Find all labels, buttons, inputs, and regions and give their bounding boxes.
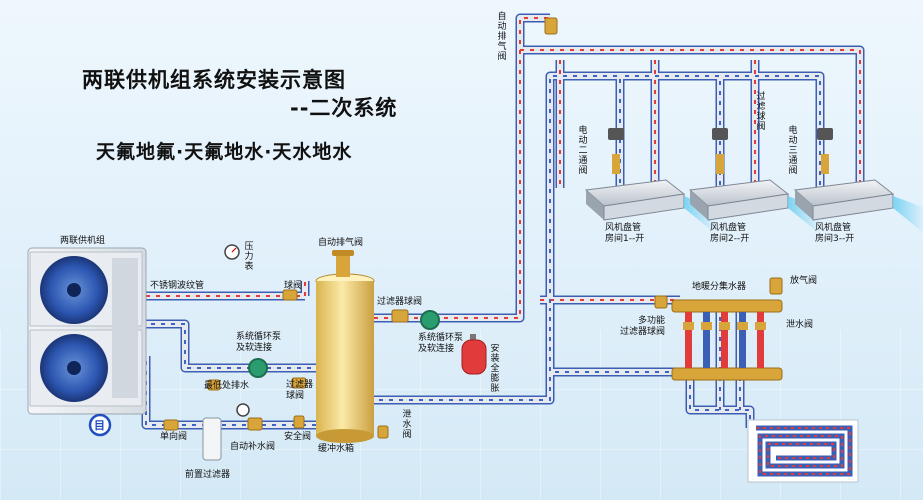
label-filter-ball-valve-1: 过滤器 球阀 xyxy=(286,380,314,401)
manifold-port-valve xyxy=(737,322,748,330)
pipe-cold-segment xyxy=(689,380,751,428)
tank-air-vent-icon xyxy=(336,253,350,277)
pressure-gauge-icon xyxy=(224,244,250,417)
label-fcu-3: 风机盘管 房间3--开 xyxy=(815,223,855,244)
manifold-port-valve xyxy=(755,322,766,330)
label-motor-three-way: 电动三通阀 xyxy=(788,126,798,176)
label-ball-valve: 球阀 xyxy=(284,281,303,291)
outdoor-unit xyxy=(27,247,147,415)
pipe-cold-segment xyxy=(549,75,621,308)
label-filter-ball-valve-3: 过滤球阀 xyxy=(756,92,766,132)
manifold-loop-pipe xyxy=(685,312,692,368)
label-air-vent-top: 自动排气阀 xyxy=(497,12,507,62)
floor-heating-coil-icon xyxy=(747,419,859,483)
ball-valve-icon xyxy=(163,17,783,439)
label-drain-valve-tank: 泄水阀 xyxy=(402,410,412,440)
pipe-segment xyxy=(146,319,316,373)
pipes-hot-dashes xyxy=(146,17,861,319)
expansion-tank-icon xyxy=(461,334,487,375)
manifold-port-valve xyxy=(701,322,712,330)
pipe-segment xyxy=(374,13,550,323)
pipe-cold-segment xyxy=(146,323,316,369)
diagram-title-sub: --二次系统 xyxy=(290,96,398,120)
circulation-pump-icon xyxy=(248,310,440,378)
inlet-symbol: 目 xyxy=(94,419,105,432)
manifold-loop-pipe xyxy=(757,312,764,368)
label-pump-2: 系统循环泵 及软连接 xyxy=(418,333,464,354)
label-unit: 两联供机组 xyxy=(60,236,106,246)
pipe-hot-segment xyxy=(520,49,861,200)
label-drain-valve-manifold: 泄水阀 xyxy=(786,320,814,330)
manifold-port-valve xyxy=(719,322,730,330)
label-pressure-gauge: 压力表 xyxy=(244,242,254,272)
pipe-cold-segment xyxy=(145,356,316,426)
pipe-segment xyxy=(146,321,316,371)
buffer-tank xyxy=(315,250,375,443)
label-buffer-tank: 缓冲水箱 xyxy=(318,444,355,454)
label-fcu-2: 风机盘管 房间2--开 xyxy=(710,223,750,244)
label-multi-filter: 多功能 过滤器球阀 xyxy=(620,316,666,337)
label-pre-filter: 前置过滤器 xyxy=(185,470,231,480)
manifold-loop-pipe xyxy=(739,312,746,368)
manifold-icon xyxy=(671,299,783,381)
label-manifold: 地暖分集水器 xyxy=(692,282,747,292)
label-motor-two-way: 电动二通阀 xyxy=(578,126,588,176)
label-air-vent-tank: 自动排气阀 xyxy=(318,238,364,248)
label-auto-fill: 自动补水阀 xyxy=(230,442,276,452)
label-expansion-tank: 安装全膨胀组罐与 xyxy=(490,344,500,392)
label-lowest-drain: 最低处排水 xyxy=(204,381,250,391)
fan-coil-icon xyxy=(793,128,923,233)
label-stainless-pipe: 不锈钢波纹管 xyxy=(150,281,205,291)
label-air-release: 放气阀 xyxy=(790,276,818,286)
manifold-loop-pipe xyxy=(721,312,728,368)
label-safety-valve: 安全阀 xyxy=(284,432,312,442)
pre-filter-icon xyxy=(202,417,222,461)
label-pump-1: 系统循环泵 及软连接 xyxy=(236,332,282,353)
inlet-meter-icon xyxy=(88,413,112,437)
pipe-hot-segment xyxy=(374,17,550,319)
label-fcu-1: 风机盘管 房间1--开 xyxy=(605,223,645,244)
label-filter-ball-valve-2: 过滤器球阀 xyxy=(377,297,423,307)
pipe-hot-segment xyxy=(559,60,756,188)
label-check-valve: 单向阀 xyxy=(160,432,188,442)
outdoor-unit-fan-icon xyxy=(40,256,108,402)
diagram-title: 两联供机组系统安装示意图 xyxy=(82,68,346,92)
manifold-port-valve xyxy=(683,322,694,330)
pipe-hot-segment xyxy=(146,281,306,297)
diagram-subtitle: 天氟地氟·天氟地水·天水地水 xyxy=(96,141,353,163)
pipe-cold-segment xyxy=(374,308,551,401)
manifold-loop-pipe xyxy=(703,312,710,368)
